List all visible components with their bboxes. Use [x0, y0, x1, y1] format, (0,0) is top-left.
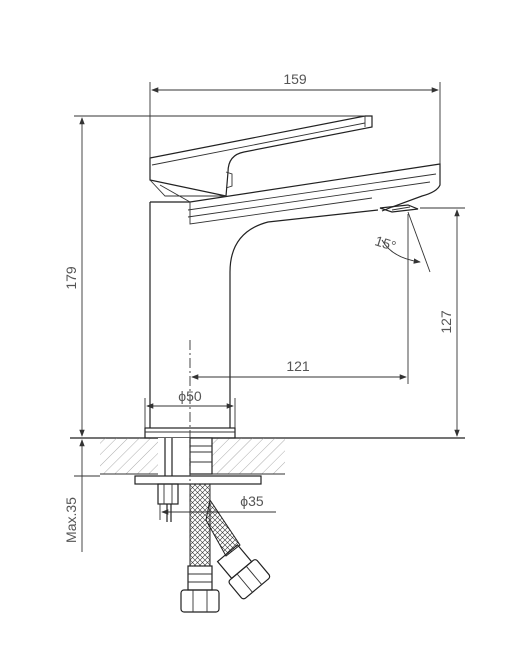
- hose-connector-straight: [180, 589, 220, 613]
- fixing-plate: [134, 475, 262, 485]
- counter-hatch-left: [100, 438, 158, 474]
- hose-connector-bent: [228, 559, 271, 600]
- total-width-label: 159: [283, 71, 307, 87]
- counter-thickness-label: Max.35: [63, 497, 79, 543]
- counter-hatch-right: [212, 438, 285, 474]
- dimension-total-width: 159: [149, 71, 441, 164]
- hole-diameter-label: ϕ35: [240, 493, 264, 509]
- dimension-spout-height: 127: [420, 207, 465, 437]
- dimension-hole-diameter: ϕ35: [159, 484, 276, 520]
- dimension-body-diameter: ϕ50: [144, 388, 236, 428]
- fixing-nut: [157, 483, 179, 505]
- dimension-total-height: 179: [63, 115, 365, 437]
- lever-handle: [149, 115, 373, 197]
- body-diameter-label: ϕ50: [178, 388, 202, 404]
- dimension-spout-angle: 15°: [373, 211, 431, 273]
- braided-hose-straight: [189, 483, 211, 567]
- spout-height-label: 127: [438, 310, 454, 334]
- dimension-spout-reach: 121: [191, 214, 409, 384]
- braided-hose-bent: [205, 498, 241, 557]
- aerator: [379, 204, 419, 213]
- faucet-body: [144, 115, 441, 439]
- spout-reach-label: 121: [286, 358, 310, 374]
- dimension-counter-thickness: Max.35: [63, 439, 100, 552]
- spout-angle-label: 15°: [373, 232, 398, 254]
- mounting-assembly: [134, 437, 271, 613]
- countertop: [70, 437, 465, 475]
- total-height-label: 179: [63, 266, 79, 290]
